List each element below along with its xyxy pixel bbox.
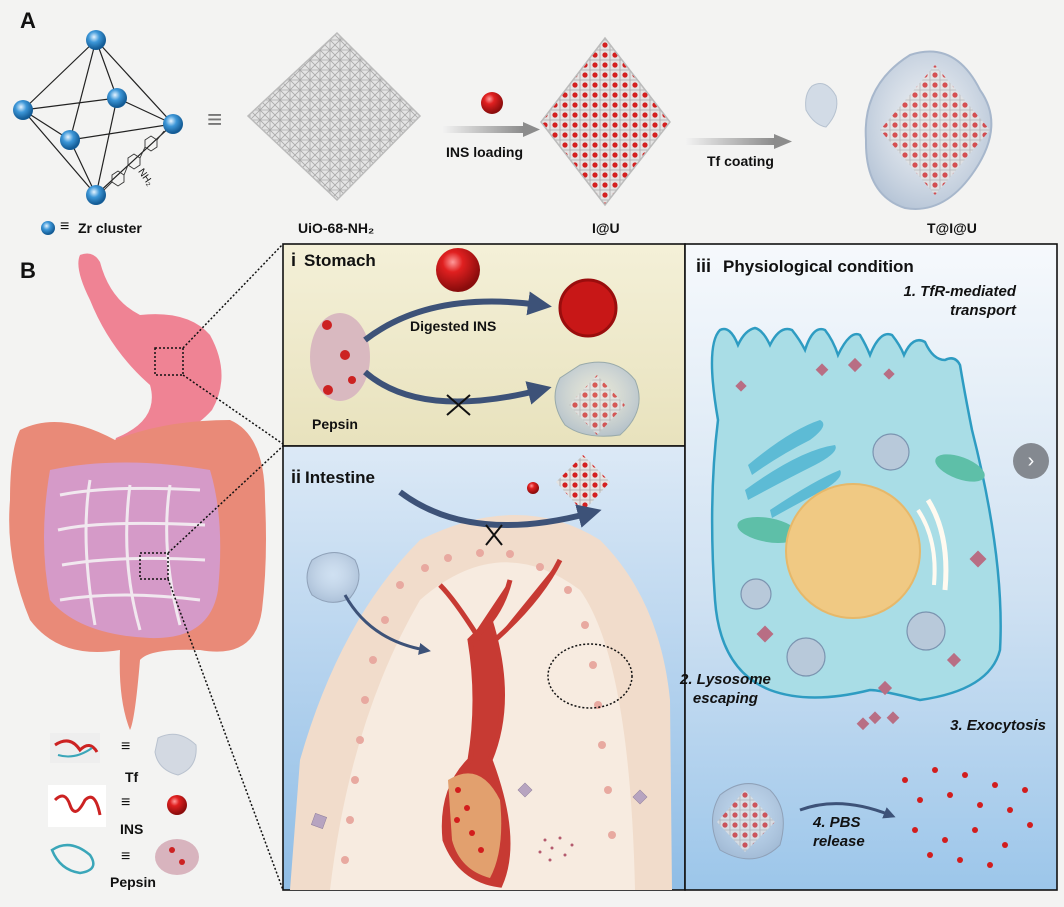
intestine-zoom-box	[139, 552, 169, 580]
step-2-label: 2. Lysosome escaping	[680, 670, 771, 708]
panel-b-label: B	[20, 258, 36, 283]
stomach	[78, 253, 222, 455]
stomach-numeral: i	[291, 250, 297, 270]
zr-cluster-icon	[86, 185, 106, 205]
equiv-symbol: ≡	[207, 104, 223, 134]
insulin-sphere-icon	[436, 248, 480, 292]
arrow-tf-coating	[774, 134, 792, 149]
equiv-symbol: ≡	[121, 738, 131, 755]
uptake-arrow	[343, 594, 431, 655]
step-1-line2: transport	[950, 302, 1016, 319]
intestine-title-text: Intestine	[305, 468, 375, 487]
step-3-line1: 3. Exocytosis	[950, 717, 1046, 734]
intestine-numeral: ii	[291, 467, 302, 487]
stomach-zoom-box	[154, 347, 184, 376]
zr-cluster-icons	[13, 30, 183, 205]
pepsin-protein-icon	[310, 313, 370, 401]
pepsin-ribbon-icon	[50, 843, 95, 875]
released-insulin-cloud	[902, 767, 1033, 868]
i-at-u-lattice	[540, 36, 671, 207]
next-image-button[interactable]: ›	[1013, 443, 1049, 479]
digested-ins-label: Digested INS	[410, 318, 497, 334]
tf-shape-icon	[154, 733, 197, 776]
mitochondrion	[737, 517, 799, 543]
structure-label-t-at-i-at-u: T@I@U	[927, 220, 977, 236]
transferrin-icon	[805, 83, 838, 128]
golgi-apparatus	[925, 498, 949, 591]
legend-images	[48, 733, 199, 875]
step-4-line2: release	[813, 833, 865, 850]
pepsin-label: Pepsin	[312, 416, 358, 432]
cell-zoom-ellipse	[547, 643, 633, 709]
digested-insulin-icon	[558, 278, 618, 338]
arrow-ins-loading	[523, 122, 540, 137]
legend-ins-label: INS	[120, 821, 144, 837]
lysosomes	[740, 433, 946, 677]
nucleus	[785, 483, 921, 619]
endoplasmic-reticulum	[745, 420, 841, 518]
pepsin-surface-icon	[155, 839, 199, 875]
step-label-ins-loading: INS loading	[446, 144, 523, 160]
insulin-sphere-icon	[481, 92, 503, 114]
chevron-right-icon: ›	[1027, 449, 1035, 472]
structure-label-i-at-u: I@U	[592, 220, 620, 236]
zr-legend-icon	[41, 221, 55, 235]
zr-octahedron	[22, 39, 174, 196]
epithelial-nuclei	[341, 549, 616, 864]
blocked-absorption-arrow	[398, 489, 602, 528]
mitochondrion	[935, 454, 985, 482]
zr-cluster-icon	[60, 130, 80, 150]
step-3-label: 3. Exocytosis	[950, 716, 1046, 735]
physiological-numeral: iii	[696, 256, 712, 276]
stomach-title-text: Stomach	[304, 251, 376, 270]
legend-tf-label: Tf	[125, 769, 139, 785]
uio-lattice	[246, 31, 422, 202]
digestive-tract	[9, 253, 267, 730]
equiv-symbol: ≡	[121, 794, 131, 811]
zr-cluster-label: Zr cluster	[78, 220, 142, 236]
physiological-title-text: Physiological condition	[723, 257, 914, 276]
insulin-sphere-icon	[527, 482, 539, 494]
released-drug-cloud	[538, 836, 574, 862]
zr-cluster-icon	[13, 100, 33, 120]
blocked-x-icon	[446, 394, 471, 416]
equiv-symbol: ≡	[60, 218, 70, 235]
linker-structure	[103, 130, 165, 191]
t-at-i-at-u-particle	[306, 552, 360, 603]
step-1-label: 1. TfR-mediated transport	[903, 282, 1016, 320]
i-at-u-particle	[556, 455, 610, 512]
release-arrow	[799, 802, 896, 819]
panel-a-label: A	[20, 8, 36, 33]
digestion-arrow	[363, 291, 552, 343]
stomach-title: i Stomach	[291, 250, 376, 271]
step-label-tf-coating: Tf coating	[707, 153, 774, 169]
zr-cluster-icon	[86, 30, 106, 50]
blocked-x-icon	[485, 524, 503, 546]
blocked-digestion-arrow	[363, 369, 552, 405]
legend-pepsin-label: Pepsin	[110, 874, 156, 890]
zr-cluster-icon	[107, 88, 127, 108]
step-4-line1: 4. PBS	[813, 814, 861, 831]
ins-sphere-icon	[167, 795, 187, 815]
zr-cluster-icon	[163, 114, 183, 134]
nanoparticles-in-cell	[735, 357, 987, 731]
step-2-line1: 2. Lysosome	[680, 671, 771, 688]
step-1-line1: 1. TfR-mediated	[903, 283, 1016, 300]
equiv-symbol: ≡	[121, 848, 131, 865]
structure-label-uio: UiO-68-NH₂	[298, 220, 375, 236]
step-2-line2: escaping	[692, 690, 758, 707]
step-4-label: 4. PBS release	[813, 813, 865, 851]
physiological-title: iii Physiological condition	[696, 256, 914, 277]
